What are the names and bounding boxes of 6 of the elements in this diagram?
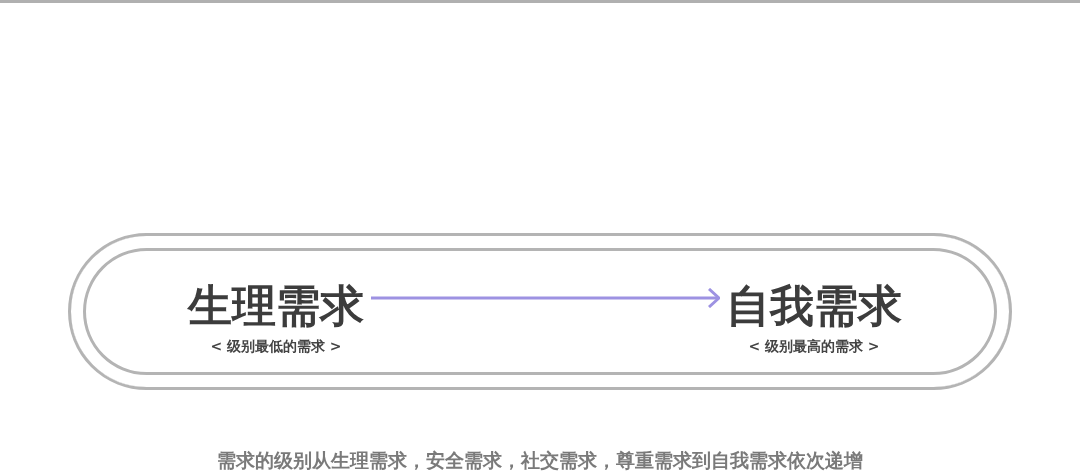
caption-text: 需求的级别从生理需求，安全需求，社交需求，尊重需求到自我需求依次递增 xyxy=(217,449,863,471)
subtitle-text: < 级别最低的需求 > xyxy=(209,338,343,356)
arrow xyxy=(371,287,721,309)
heading-text: 生理需求 xyxy=(186,280,365,332)
heading-text: 自我需求 xyxy=(725,280,903,332)
subtitle-text: < 级别最高的需求 > xyxy=(747,338,881,356)
